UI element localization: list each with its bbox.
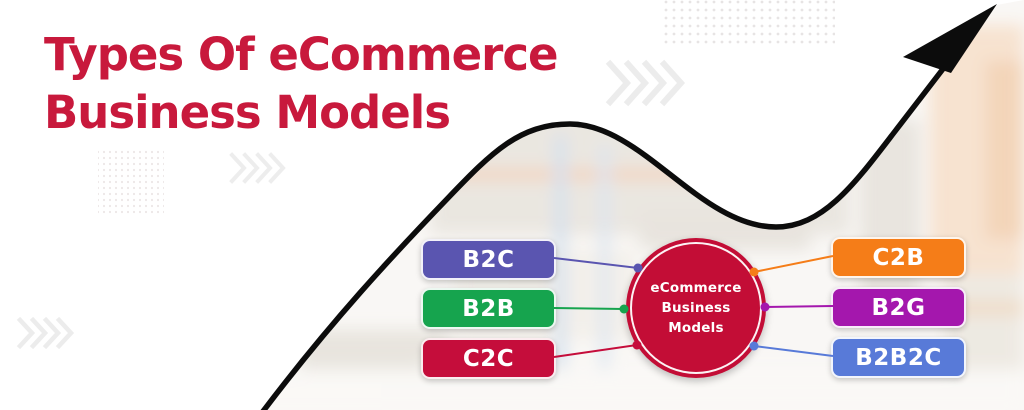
dot-grid-icon — [663, 0, 835, 48]
chevrons-right-icon — [229, 152, 286, 184]
growth-arrow-icon — [260, 4, 997, 410]
model-label-c2c: C2C — [462, 345, 515, 372]
hub-label-line2: Business Models — [661, 300, 731, 336]
model-label-b2b2c: B2B2C — [855, 344, 942, 371]
model-box-b2g: B2G — [831, 287, 966, 328]
dot-grid-icon — [98, 149, 164, 215]
hub-label-line1: eCommerce — [650, 280, 742, 296]
model-label-b2c: B2C — [462, 246, 515, 273]
model-label-b2b: B2B — [462, 295, 515, 322]
model-box-c2c: C2C — [421, 338, 556, 379]
page-title-line2: Business Models — [44, 86, 451, 139]
chevrons-right-icon — [605, 59, 686, 107]
model-box-c2b: C2B — [831, 237, 966, 278]
model-label-c2b: C2B — [872, 244, 925, 271]
model-box-b2b2c: B2B2C — [831, 337, 966, 378]
model-box-b2c: B2C — [421, 239, 556, 280]
model-box-b2b: B2B — [421, 288, 556, 329]
chevrons-right-icon — [16, 316, 75, 350]
hub-circle: eCommerce Business Models — [626, 238, 766, 378]
hub-circle-inner: eCommerce Business Models — [630, 242, 762, 374]
model-label-b2g: B2G — [871, 294, 926, 321]
page-title-line1: Types Of eCommerce — [44, 28, 559, 81]
page-title: Types Of eCommerce Business Models — [44, 26, 559, 142]
